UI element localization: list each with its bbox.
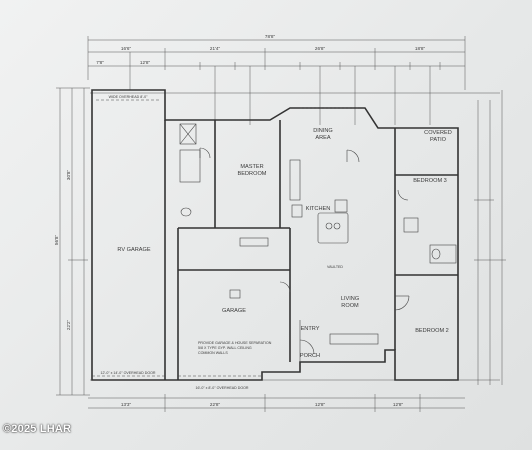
copyright-watermark: ©2025 LHAR (3, 423, 72, 435)
dining-area-label-2: AREA (315, 135, 331, 141)
top-dimension-4: 18'8" (415, 46, 426, 51)
top-dimension-1: 16'6" (121, 46, 132, 51)
kitchen-label: KITCHEN (306, 206, 331, 212)
top-dimension-small-2: 12'8" (140, 60, 151, 65)
separation-note-1: PROVIDE GARAGE & HOUSE SEPARATION (198, 341, 272, 345)
covered-patio-label-2: PATIO (430, 137, 447, 143)
bottom-dimension-4: 12'8" (393, 402, 404, 407)
bedroom-3-label: BEDROOM 3 (413, 178, 447, 184)
master-bedroom-label-2: BEDROOM (238, 171, 267, 177)
garage-label: GARAGE (222, 308, 246, 314)
left-mid-dimension: 30'8" (66, 170, 71, 181)
bottom-dimension-2: 22'8" (210, 402, 221, 407)
top-dimension-3: 26'8" (315, 46, 326, 51)
separation-note-2: 5/8 X TYPE GYP. WALL CEILING (198, 346, 252, 350)
top-dimension-small-1: 7'8" (96, 60, 104, 65)
bedroom-2-label: BEDROOM 2 (415, 328, 449, 334)
rv-door-note: 12'-0" x 14'-0" OVERHEAD DOOR (100, 371, 155, 375)
bottom-dimension-1: 13'3" (121, 402, 132, 407)
porch-label: PORCH (300, 353, 320, 359)
separation-note-3: COMMON WALLS (198, 351, 228, 355)
bottom-dimension-3: 12'8" (315, 402, 326, 407)
master-bedroom-label-1: MASTER (240, 164, 263, 170)
overall-top-dimension: 78'8" (265, 34, 276, 39)
left-overall-dimension: 56'8" (54, 235, 59, 246)
rv-garage-label: RV GARAGE (117, 247, 150, 253)
living-room-label-1: LIVING (341, 296, 359, 302)
living-room-label-2: ROOM (341, 303, 359, 309)
covered-patio-label-1: COVERED (424, 130, 452, 136)
left-lower-dimension: 22'2" (66, 320, 71, 331)
entry-label: ENTRY (301, 326, 320, 332)
wide-overhead-note: WIDE OVERHEAD 8'-0" (109, 95, 148, 99)
vaulted-note: VAULTED (327, 265, 343, 269)
top-dimension-2: 21'4" (210, 46, 221, 51)
dining-area-label-1: DINING (313, 128, 333, 134)
garage-door-note: 16'-0" x 8'-0" OVERHEAD DOOR (195, 386, 248, 390)
